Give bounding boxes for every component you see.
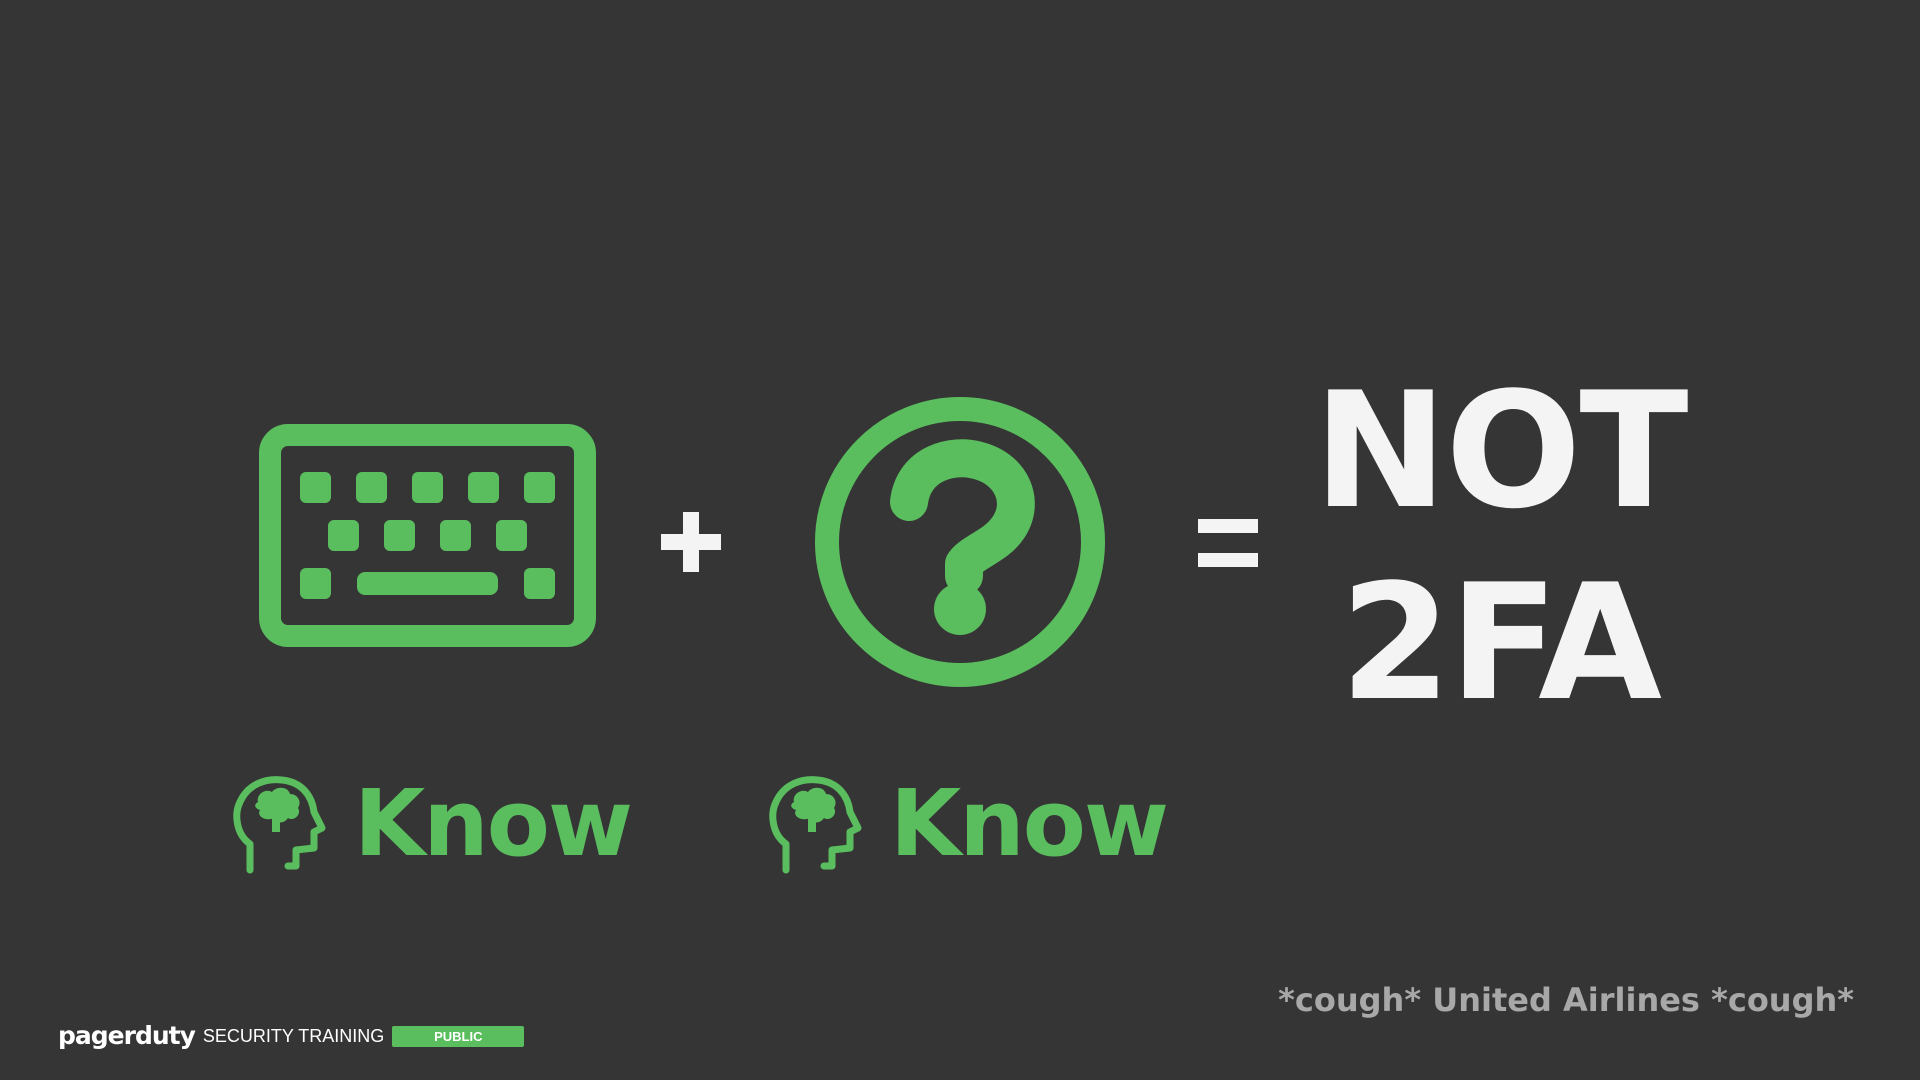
- footer-title: SECURITY TRAINING: [202, 1026, 385, 1046]
- headline-line-2: 2FA: [1339, 549, 1662, 736]
- factor-knowledge-2: Know: [768, 770, 1169, 877]
- factor-label: Know: [890, 770, 1169, 877]
- footer: pagerduty SECURITY TRAINING PUBLIC: [58, 1020, 525, 1052]
- brand-logo: pagerduty: [58, 1021, 196, 1050]
- head-brain-icon: [769, 776, 862, 874]
- classification-badge: PUBLIC: [392, 1025, 525, 1047]
- factor-knowledge-1: Know: [232, 770, 633, 877]
- headline-result: NOT 2FA: [1290, 355, 1710, 739]
- equals-sign: [1198, 519, 1258, 567]
- head-brain-icon: [233, 776, 326, 874]
- keyboard-icon: [259, 424, 596, 647]
- aside-note: *cough* United Airlines *cough*: [1278, 981, 1854, 1019]
- plus-sign: [661, 512, 721, 572]
- factor-label: Know: [354, 770, 633, 877]
- question-mark-circle-icon: [815, 397, 1105, 687]
- headline-line-1: NOT: [1313, 357, 1688, 544]
